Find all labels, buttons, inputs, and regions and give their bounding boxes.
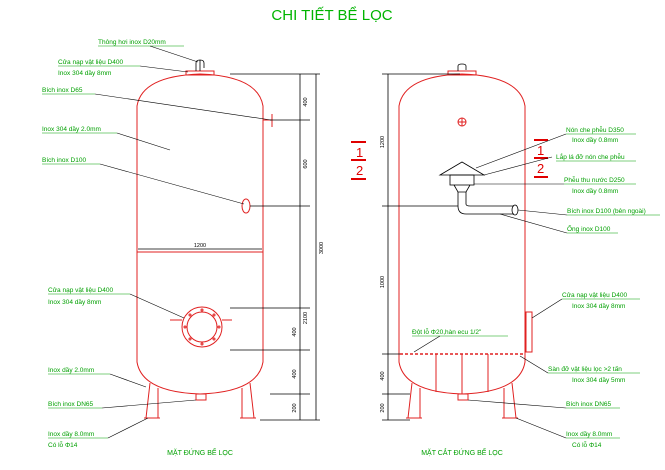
right-labels: Nón che phễu D350 Inox dầy 0.8mm Lắp lá … [412, 125, 660, 449]
label-right-drain: Bích inox DN65 [566, 401, 612, 408]
dim-400-low: 400 [292, 369, 298, 378]
label-right-leg-1: Inox dầy 8.0mm [566, 429, 612, 438]
section-marks-left: 1 2 [351, 141, 366, 180]
label-cone-2: Inox dầy 0.8mm [572, 135, 618, 144]
label-leg-1: Inox dầy 8.0mm [48, 429, 94, 438]
left-dim-chain: 400 600 3000 2100 400 400 200 [230, 73, 325, 421]
label-flange-out: Bích inox D100 (bên ngoài) [567, 208, 646, 215]
right-vent [457, 63, 467, 71]
right-caption: MẶT CẮT ĐỨNG BỂ LỌC [421, 448, 503, 457]
label-support-2: Inox 304 dầy 5mm [572, 375, 625, 384]
right-leg-1 [407, 382, 421, 419]
right-tank-shell [398, 73, 526, 395]
label-vent: Thông hơi inox D20mm [98, 39, 166, 46]
label-leg-2: Có lỗ Φ14 [48, 440, 78, 449]
label-top-door-1: Cửa nạp vật liệu D400 [58, 58, 123, 66]
left-tank-shell [136, 73, 264, 395]
dim-400-top: 400 [303, 97, 309, 106]
dim-600: 600 [303, 159, 309, 168]
right-dim-200: 200 [380, 403, 386, 412]
right-dim-chain: 1200 1000 400 200 [380, 73, 460, 421]
label-right-door-2: Inox 304 dầy 8mm [572, 301, 625, 310]
section-mark-2: 2 [356, 163, 363, 178]
right-dim-1200: 1200 [380, 136, 386, 148]
section-mark-1: 1 [356, 145, 363, 160]
dim-400-door: 400 [292, 327, 298, 336]
label-drain: Bích inox DN65 [48, 401, 94, 408]
left-drain-flange [195, 393, 207, 401]
section-mark-right-1: 1 [537, 143, 544, 158]
section-mark-right-2: 2 [537, 161, 544, 176]
left-tank: 1200 [136, 59, 273, 419]
cone-cover [438, 161, 486, 176]
right-leg-2 [503, 382, 517, 419]
label-d65: Bích inox D65 [42, 87, 83, 94]
dim-3000: 3000 [319, 242, 325, 254]
left-vent-pipe [195, 59, 205, 71]
label-side-door-1: Cửa nạp vật liệu D400 [48, 286, 113, 294]
right-side-door [525, 311, 533, 353]
right-tank [398, 63, 533, 419]
dim-2100: 2100 [303, 312, 309, 324]
left-leg-2 [241, 382, 255, 419]
label-side-door-2: Inox 304 dầy 8mm [48, 297, 101, 306]
label-shell: Inox 304 dầy 2.0mm [42, 124, 101, 133]
right-drain-flange [457, 393, 469, 401]
section-marks-right: 1 2 [534, 139, 548, 178]
right-dim-400: 400 [380, 371, 386, 380]
inner-pipe [457, 192, 514, 215]
label-bottom-shell: Inox dầy 2.0mm [48, 365, 94, 374]
dim-1200: 1200 [194, 243, 206, 249]
right-top-door [447, 70, 477, 76]
left-leg-1 [145, 382, 159, 419]
label-cone-mount: Lắp lá đỡ nón che phễu [556, 152, 625, 161]
outlet-flange [511, 204, 519, 216]
left-caption: MẶT ĐỨNG BỂ LỌC [167, 448, 233, 457]
collection-funnel [449, 174, 475, 186]
label-funnel-2: Inox dầy 0.8mm [572, 186, 618, 195]
left-d100-flange [241, 198, 251, 214]
label-cone-1: Nón che phễu D350 [566, 125, 624, 134]
label-support-1: Sàn đỡ vật liệu lọc >2 tấn [548, 364, 622, 373]
left-manhole-bolts [183, 308, 221, 346]
label-holes: Đột lỗ Φ20,hàn ecu 1/2" [412, 327, 482, 336]
drawing-title: CHI TIẾT BỂ LỌC [271, 6, 392, 24]
label-right-door-1: Cửa nạp vật liệu D400 [562, 291, 627, 299]
label-pipe: Ống inox D100 [567, 223, 611, 233]
right-dim-1000: 1000 [380, 276, 386, 288]
left-side-manhole [181, 306, 223, 348]
left-labels: Thông hơi inox D20mm Cửa nạp vật liệu D4… [42, 39, 272, 449]
inner-supports [435, 354, 489, 394]
label-top-door-2: Inox 304 dầy 8mm [58, 68, 111, 77]
label-right-leg-2: Có lỗ Φ14 [572, 440, 602, 449]
label-d100: Bích inox D100 [42, 157, 86, 164]
label-funnel-1: Phễu thu nước D250 [564, 175, 625, 184]
dim-200: 200 [292, 403, 298, 412]
